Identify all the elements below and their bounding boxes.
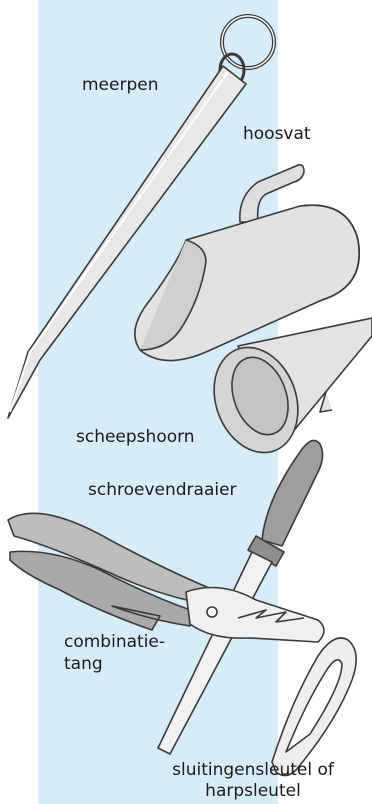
label-sluitingensleutel-line1: sluitingensleutel of: [146, 760, 360, 780]
label-combinatietang-line2: tang: [64, 654, 103, 674]
label-combinatietang-line1: combinatie-: [64, 632, 165, 652]
label-meerpen: meerpen: [82, 75, 159, 95]
label-scheepshoorn: scheepshoorn: [76, 427, 195, 447]
harpsleutel-illustration: [272, 638, 356, 776]
label-hoosvat: hoosvat: [243, 124, 311, 144]
label-schroevendraaier: schroevendraaier: [88, 480, 237, 500]
label-sluitingensleutel-line2: harpsleutel: [146, 781, 360, 801]
combinatietang-pivot: [207, 607, 217, 617]
